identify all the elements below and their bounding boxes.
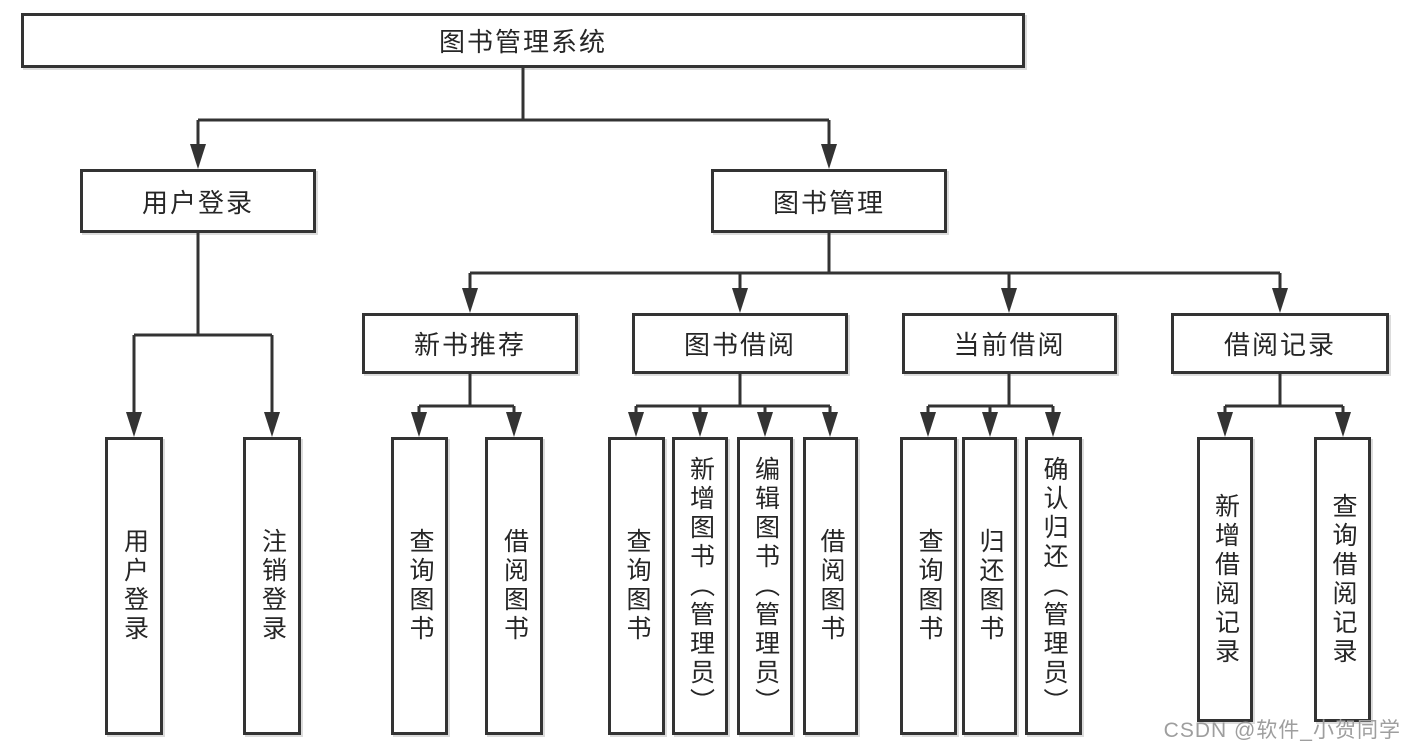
leaf-return-book-label: 归还图书 — [976, 528, 1004, 644]
leaf-add-borrow-record: 新增借阅记录 — [1197, 437, 1253, 722]
leaf-logout: 注销登录 — [243, 437, 301, 735]
node-root: 图书管理系统 — [21, 13, 1025, 68]
arrowhead-icon — [692, 412, 708, 437]
leaf-query-book-2-label: 查询图书 — [623, 528, 651, 644]
arrowhead-icon — [982, 412, 998, 437]
node-book-management-label: 图书管理 — [772, 187, 885, 218]
node-user-login-group: 用户登录 — [80, 169, 316, 233]
arrowhead-icon — [822, 412, 838, 437]
arrowhead-icon — [190, 144, 206, 169]
arrowhead-icon — [411, 412, 427, 437]
node-user-login-group-label: 用户登录 — [141, 187, 254, 218]
leaf-borrow-book-1-label: 借阅图书 — [500, 528, 529, 644]
arrowhead-icon — [920, 412, 936, 437]
arrowhead-icon — [126, 412, 142, 437]
leaf-borrow-book-1: 借阅图书 — [485, 437, 543, 735]
node-book-management: 图书管理 — [711, 169, 947, 233]
leaf-borrow-book-2-label: 借阅图书 — [817, 528, 845, 644]
arrowhead-icon — [462, 288, 478, 313]
leaf-borrow-book-2: 借阅图书 — [803, 437, 858, 735]
arrowhead-icon — [757, 412, 773, 437]
leaf-logout-label: 注销登录 — [258, 528, 287, 644]
node-current-borrow: 当前借阅 — [902, 313, 1117, 374]
leaf-user-login: 用户登录 — [105, 437, 163, 735]
leaf-confirm-return-admin: 确认归还（管理员） — [1025, 437, 1082, 735]
leaf-query-book-3: 查询图书 — [900, 437, 957, 735]
leaf-query-book-3-label: 查询图书 — [915, 528, 943, 644]
arrowhead-icon — [732, 288, 748, 313]
leaf-query-book-1: 查询图书 — [391, 437, 448, 735]
node-root-label: 图书管理系统 — [438, 27, 607, 57]
arrowhead-icon — [1335, 412, 1351, 437]
arrowhead-icon — [1045, 412, 1061, 437]
leaf-add-borrow-record-label: 新增借阅记录 — [1211, 492, 1240, 667]
arrowhead-icon — [1001, 288, 1017, 313]
node-book-borrow-label: 图书借阅 — [683, 330, 796, 360]
leaf-add-book-admin: 新增图书（管理员） — [672, 437, 728, 735]
leaf-query-book-1-label: 查询图书 — [406, 528, 434, 644]
arrowhead-icon — [628, 412, 644, 437]
leaf-query-borrow-record: 查询借阅记录 — [1314, 437, 1371, 722]
leaf-query-borrow-record-label: 查询借阅记录 — [1329, 492, 1357, 667]
arrowhead-icon — [1217, 412, 1233, 437]
node-borrow-records: 借阅记录 — [1171, 313, 1389, 374]
leaf-edit-book-admin-label: 编辑图书（管理员） — [751, 455, 780, 717]
arrowhead-icon — [264, 412, 280, 437]
watermark: CSDN @软件_小贺同学 — [1163, 719, 1401, 742]
leaf-edit-book-admin: 编辑图书（管理员） — [737, 437, 793, 735]
node-new-book-recommend-label: 新书推荐 — [413, 330, 526, 360]
node-borrow-records-label: 借阅记录 — [1223, 330, 1336, 360]
leaf-add-book-admin-label: 新增图书（管理员） — [686, 455, 715, 717]
leaf-user-login-label: 用户登录 — [120, 528, 149, 644]
leaf-query-book-2: 查询图书 — [608, 437, 665, 735]
leaf-confirm-return-admin-label: 确认归还（管理员） — [1040, 455, 1068, 717]
leaf-return-book: 归还图书 — [962, 437, 1017, 735]
arrowhead-icon — [821, 144, 837, 169]
node-book-borrow: 图书借阅 — [632, 313, 848, 374]
arrowhead-icon — [506, 412, 522, 437]
node-current-borrow-label: 当前借阅 — [953, 330, 1066, 360]
node-new-book-recommend: 新书推荐 — [362, 313, 578, 374]
arrowhead-icon — [1272, 288, 1288, 313]
